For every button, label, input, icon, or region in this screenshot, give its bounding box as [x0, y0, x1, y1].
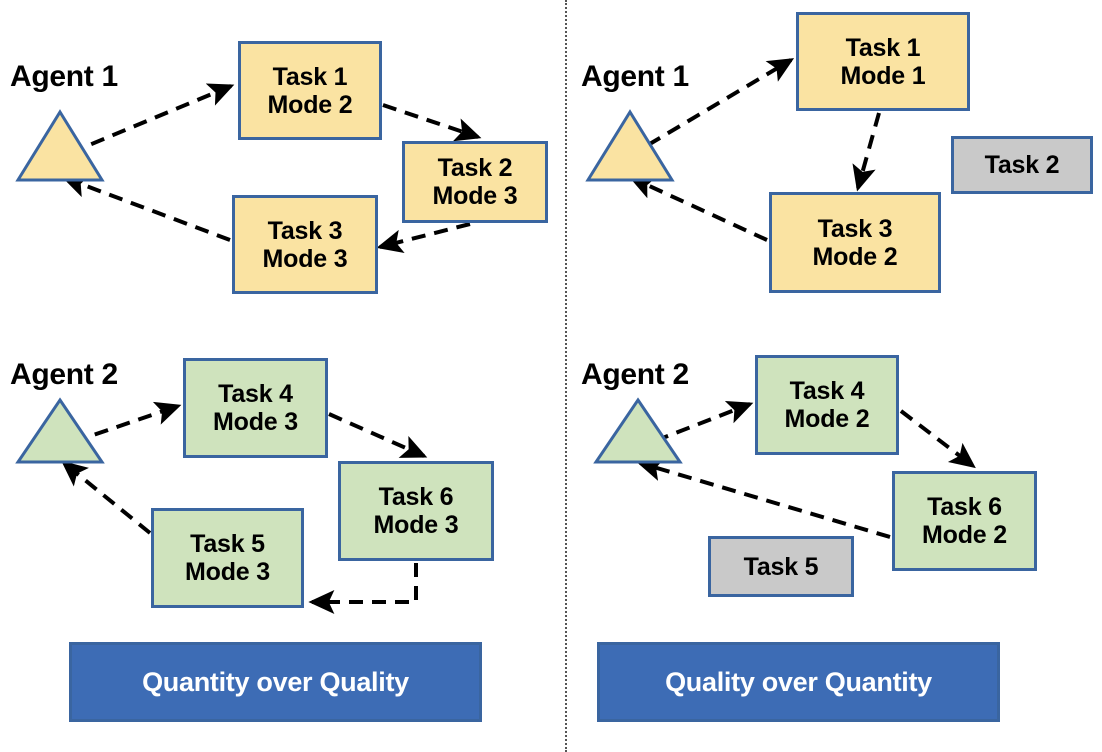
edge-right-task6-to-agent2: [636, 457, 891, 539]
right-node-task-4-mode: Mode 2: [784, 405, 870, 433]
left-node-task-3-mode: Mode 3: [262, 244, 348, 273]
right-node-task-3-mode: Mode 2: [812, 242, 898, 271]
edge-left-task3-to-agent1: [61, 174, 231, 242]
right-node-task-3[interactable]: Task 3 Mode 2: [769, 192, 941, 293]
left-node-task-2-task: Task 2: [437, 154, 513, 182]
left-node-task-4-task: Task 4: [218, 380, 293, 408]
left-node-task-5-mode: Mode 3: [185, 558, 270, 586]
edge-left-task1-to-task2: [382, 103, 482, 142]
left-node-task-2-mode: Mode 3: [432, 182, 518, 210]
right-node-task-5-unassigned[interactable]: Task 5: [708, 536, 854, 597]
left-node-task-6[interactable]: Task 6 Mode 3: [338, 461, 494, 561]
left-agent-2-label: Agent 2: [10, 358, 118, 391]
edge-right-task1-to-task3: [852, 112, 881, 192]
left-node-task-6-task: Task 6: [378, 483, 454, 511]
right-agent-1-triangle[interactable]: [584, 108, 676, 184]
right-node-task-4[interactable]: Task 4 Mode 2: [755, 355, 899, 455]
left-agent-2-triangle[interactable]: [14, 396, 106, 466]
left-node-task-6-mode: Mode 3: [373, 511, 459, 539]
right-node-task-1-mode: Mode 1: [840, 61, 926, 90]
edge-right-task3-to-agent1: [628, 176, 768, 242]
right-node-task-6[interactable]: Task 6 Mode 2: [892, 471, 1037, 571]
right-node-task-4-task: Task 4: [789, 377, 865, 405]
right-node-task-2-unassigned[interactable]: Task 2: [951, 136, 1093, 194]
panel-divider: [565, 0, 567, 752]
left-node-task-1-task: Task 1: [272, 62, 348, 91]
right-node-task-6-mode: Mode 2: [922, 521, 1007, 549]
left-banner-quantity-over-quality[interactable]: Quantity over Quality: [69, 642, 482, 722]
left-node-task-1-mode: Mode 2: [267, 90, 353, 119]
right-node-task-1[interactable]: Task 1 Mode 1: [796, 12, 970, 111]
edge-left-task6-to-task5: [308, 563, 418, 614]
right-agent-2-label: Agent 2: [581, 358, 689, 391]
left-node-task-5-task: Task 5: [190, 530, 265, 558]
left-node-task-5[interactable]: Task 5 Mode 3: [151, 508, 304, 608]
right-node-task-3-task: Task 3: [817, 214, 893, 243]
right-node-task-6-task: Task 6: [927, 493, 1002, 521]
edge-right-task4-to-task6: [899, 409, 976, 469]
left-agent-1-label: Agent 1: [10, 60, 118, 93]
right-banner-quality-over-quantity[interactable]: Quality over Quantity: [597, 642, 1000, 722]
right-agent-1-label: Agent 1: [581, 60, 689, 93]
left-agent-1-triangle[interactable]: [14, 108, 106, 184]
edge-left-task2-to-task3: [376, 222, 471, 254]
edge-left-task5-to-agent2: [61, 460, 152, 535]
left-node-task-2[interactable]: Task 2 Mode 3: [402, 141, 548, 223]
left-node-task-4[interactable]: Task 4 Mode 3: [183, 358, 328, 458]
left-node-task-1[interactable]: Task 1 Mode 2: [238, 41, 382, 140]
right-node-task-2-task: Task 2: [984, 151, 1060, 179]
left-node-task-3-task: Task 3: [267, 216, 343, 245]
left-node-task-3[interactable]: Task 3 Mode 3: [232, 195, 378, 294]
left-node-task-4-mode: Mode 3: [213, 408, 298, 436]
right-agent-2-triangle[interactable]: [592, 396, 684, 466]
right-node-task-1-task: Task 1: [845, 33, 921, 62]
edge-left-task4-to-task6: [328, 412, 428, 458]
right-node-task-5-task: Task 5: [743, 552, 819, 581]
